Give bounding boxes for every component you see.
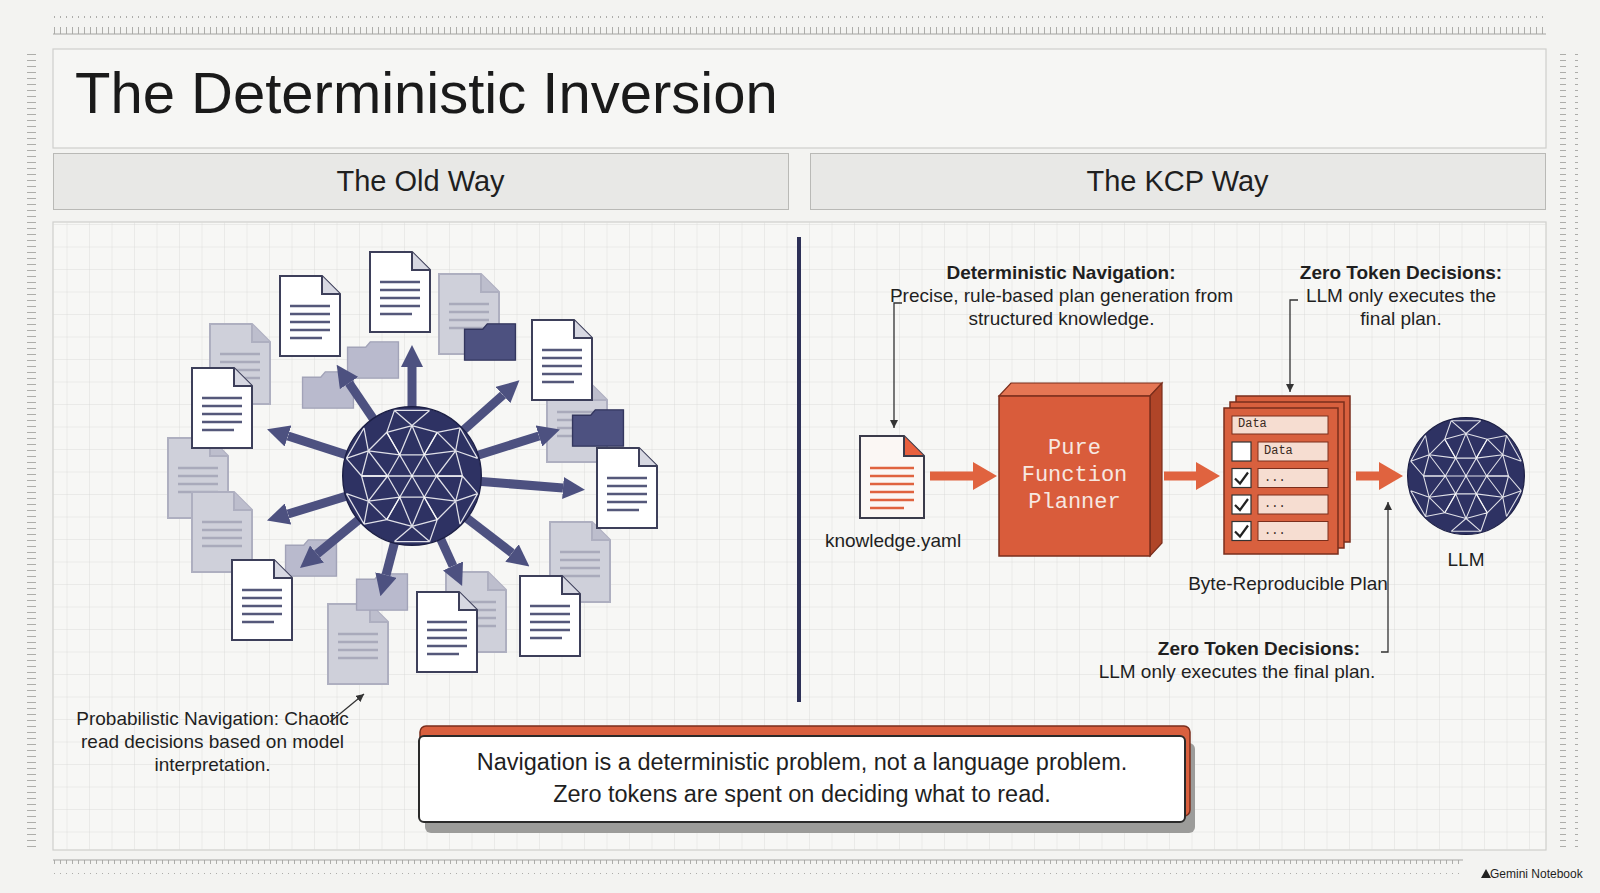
callout-note: Precise, rule-based plan generation from… <box>889 285 1234 331</box>
node-text: ... <box>1264 471 1324 485</box>
watermark: Gemini Notebook <box>1490 867 1590 881</box>
statement-box: Navigation is a deterministic problem, n… <box>418 735 1186 823</box>
flow-arrow <box>1164 472 1196 481</box>
planner-box: Pure Function Planner <box>999 383 1162 556</box>
node-text: Data <box>1264 444 1324 458</box>
node-text: Navigation is a deterministic problem, n… <box>420 748 1184 776</box>
file-outline <box>858 434 924 520</box>
content-panel <box>53 222 1546 850</box>
chaos-illustration <box>168 252 657 684</box>
llm-sphere: LLM <box>1405 416 1527 571</box>
grid <box>53 222 1546 850</box>
node-text: The KCP Way <box>811 164 1544 199</box>
section-header: The KCP Way <box>810 153 1546 210</box>
diagram-title: The Deterministic Inversion <box>75 60 778 126</box>
node-text: The Old Way <box>54 164 787 199</box>
plan-cards <box>1222 392 1354 556</box>
llm-globe <box>1405 416 1527 540</box>
node-text: ... <box>1264 524 1324 538</box>
flow-arrow <box>1356 472 1379 481</box>
leader-lines <box>330 300 1388 722</box>
callout-note: LLM only executes the final plan. <box>1288 285 1514 331</box>
callout-heading: Zero Token Decisions: <box>1129 638 1389 661</box>
callout-heading: Zero Token Decisions: <box>1271 262 1531 285</box>
node-text: Pure Function Planner <box>999 435 1150 516</box>
file-icon: knowledge.yaml <box>858 434 928 520</box>
section-header: The Old Way <box>53 153 789 210</box>
node-text: Byte-Reproducible Plan <box>1162 573 1414 596</box>
node-text: ... <box>1264 497 1324 511</box>
node-text: knowledge.yaml <box>813 530 973 553</box>
callout-note: LLM only executes the final plan. <box>1057 661 1417 684</box>
callout-heading: Deterministic Navigation: <box>861 262 1261 285</box>
plan-stack: DataData.........Byte-Reproducible Plan <box>1222 392 1354 556</box>
node-text: Data <box>1238 417 1324 431</box>
watermark-icon <box>1481 869 1491 878</box>
divider-line <box>797 237 801 702</box>
node-text: Zero tokens are spent on deciding what t… <box>420 780 1184 808</box>
flow-arrow <box>930 472 973 481</box>
node-text: LLM <box>1405 549 1527 572</box>
title-panel <box>53 49 1546 148</box>
callout-note: Probabilistic Navigation: Chaotic read d… <box>75 708 350 776</box>
rulers <box>22 16 1578 874</box>
